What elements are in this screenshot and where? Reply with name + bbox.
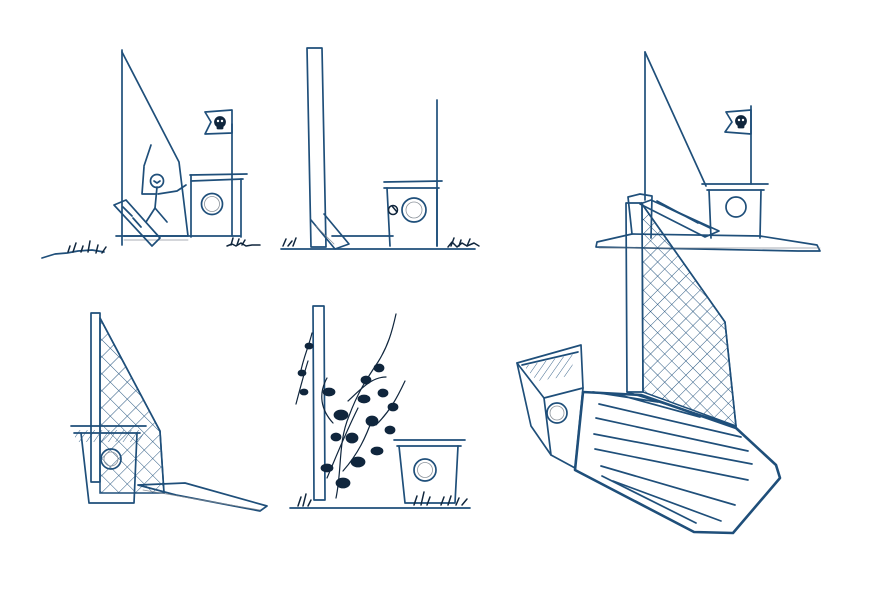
porthole-icon bbox=[725, 196, 747, 218]
vine-icon bbox=[295, 313, 406, 499]
sketch-1 bbox=[41, 49, 261, 259]
porthole-icon bbox=[200, 192, 224, 216]
post-icon bbox=[625, 202, 644, 393]
sketch-6 bbox=[516, 201, 782, 535]
skull-icon bbox=[735, 115, 747, 129]
grass-icon bbox=[41, 237, 261, 259]
flag-icon bbox=[724, 109, 752, 135]
sketch-3 bbox=[595, 51, 821, 252]
net-icon bbox=[99, 317, 165, 494]
post-icon bbox=[312, 305, 326, 501]
ramp-icon bbox=[137, 482, 268, 512]
grass-icon bbox=[297, 491, 468, 507]
net-icon bbox=[641, 201, 737, 428]
child-figure-icon bbox=[141, 144, 187, 223]
porthole-icon bbox=[401, 197, 427, 223]
skull-icon bbox=[214, 116, 226, 130]
porthole-icon bbox=[100, 448, 122, 470]
sketch-4 bbox=[70, 312, 268, 512]
flag-icon bbox=[204, 109, 233, 135]
deck-icon bbox=[573, 390, 782, 535]
sketch-2 bbox=[280, 47, 480, 250]
post-icon bbox=[306, 47, 327, 248]
post-icon bbox=[90, 312, 101, 483]
sketch-5 bbox=[289, 305, 471, 509]
porthole-icon bbox=[413, 458, 437, 482]
grass-icon bbox=[282, 237, 480, 248]
porthole-icon bbox=[546, 402, 568, 424]
